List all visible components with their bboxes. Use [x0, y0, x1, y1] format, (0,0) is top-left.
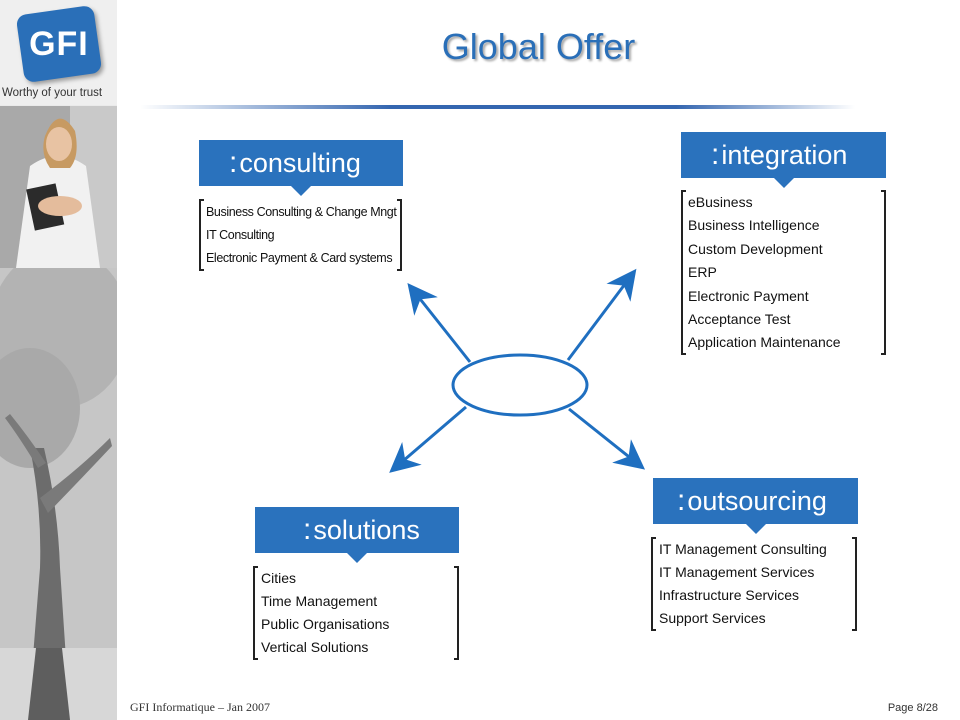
arrow-to-integration: [566, 268, 637, 361]
arrow-to-solutions: [389, 405, 467, 473]
woman-photo: [0, 106, 117, 268]
arrow-to-outsourcing: [568, 407, 646, 470]
logo-area: GFI Worthy of your trust: [0, 0, 117, 105]
list-item: eBusiness: [688, 194, 753, 210]
list-item: IT Management Consulting: [659, 541, 827, 557]
arrow-to-consulting: [407, 282, 472, 363]
list-item: Infrastructure Services: [659, 587, 800, 603]
solutions-title: solutions: [313, 515, 420, 545]
list-item: Electronic Payment & Card systems: [206, 251, 393, 265]
list-item: Business Consulting & Change Mngt: [206, 205, 397, 219]
outsourcing-title: outsourcing: [687, 486, 827, 516]
list-item: Application Maintenance: [688, 334, 841, 351]
list-item: Public Organisations: [261, 616, 390, 632]
footer-company-date: GFI Informatique – Jan 2007: [130, 700, 270, 714]
outsourcing-header: :outsourcing: [653, 478, 858, 534]
list-item: IT Management Services: [659, 564, 815, 580]
list-item: Electronic Payment: [688, 287, 809, 304]
consulting-title: consulting: [239, 148, 361, 178]
list-item: Custom Development: [688, 240, 823, 257]
list-item: Time Management: [261, 593, 378, 609]
list-item: Vertical Solutions: [261, 639, 369, 655]
tagline: Worthy of your trust: [2, 87, 103, 99]
list-item: Cities: [261, 570, 297, 586]
center-hub: [451, 353, 589, 417]
title-divider: [140, 105, 855, 109]
list-item: IT Consulting: [206, 228, 275, 242]
sidebar: GFI Worthy of your trust: [0, 0, 117, 720]
integration-list: eBusiness Business Intelligence Custom D…: [681, 190, 886, 355]
page-number: Page 8/28: [887, 702, 938, 714]
consulting-list: Business Consulting & Change Mngt IT Con…: [199, 199, 402, 271]
integration-header: :integration: [681, 132, 886, 188]
slide-title: Global Offer: [441, 26, 636, 67]
list-item: Business Intelligence: [688, 217, 820, 234]
solutions-list: Cities Time Management Public Organisati…: [253, 566, 459, 660]
integration-title: integration: [721, 140, 848, 170]
list-item: ERP: [688, 264, 717, 281]
outsourcing-list: IT Management Consulting IT Management S…: [651, 537, 857, 631]
solutions-header: :solutions: [255, 507, 459, 563]
tree-photo: [0, 268, 117, 720]
list-item: Support Services: [659, 610, 766, 626]
consulting-header: :consulting: [199, 140, 403, 196]
list-item: Acceptance Test: [688, 311, 791, 328]
